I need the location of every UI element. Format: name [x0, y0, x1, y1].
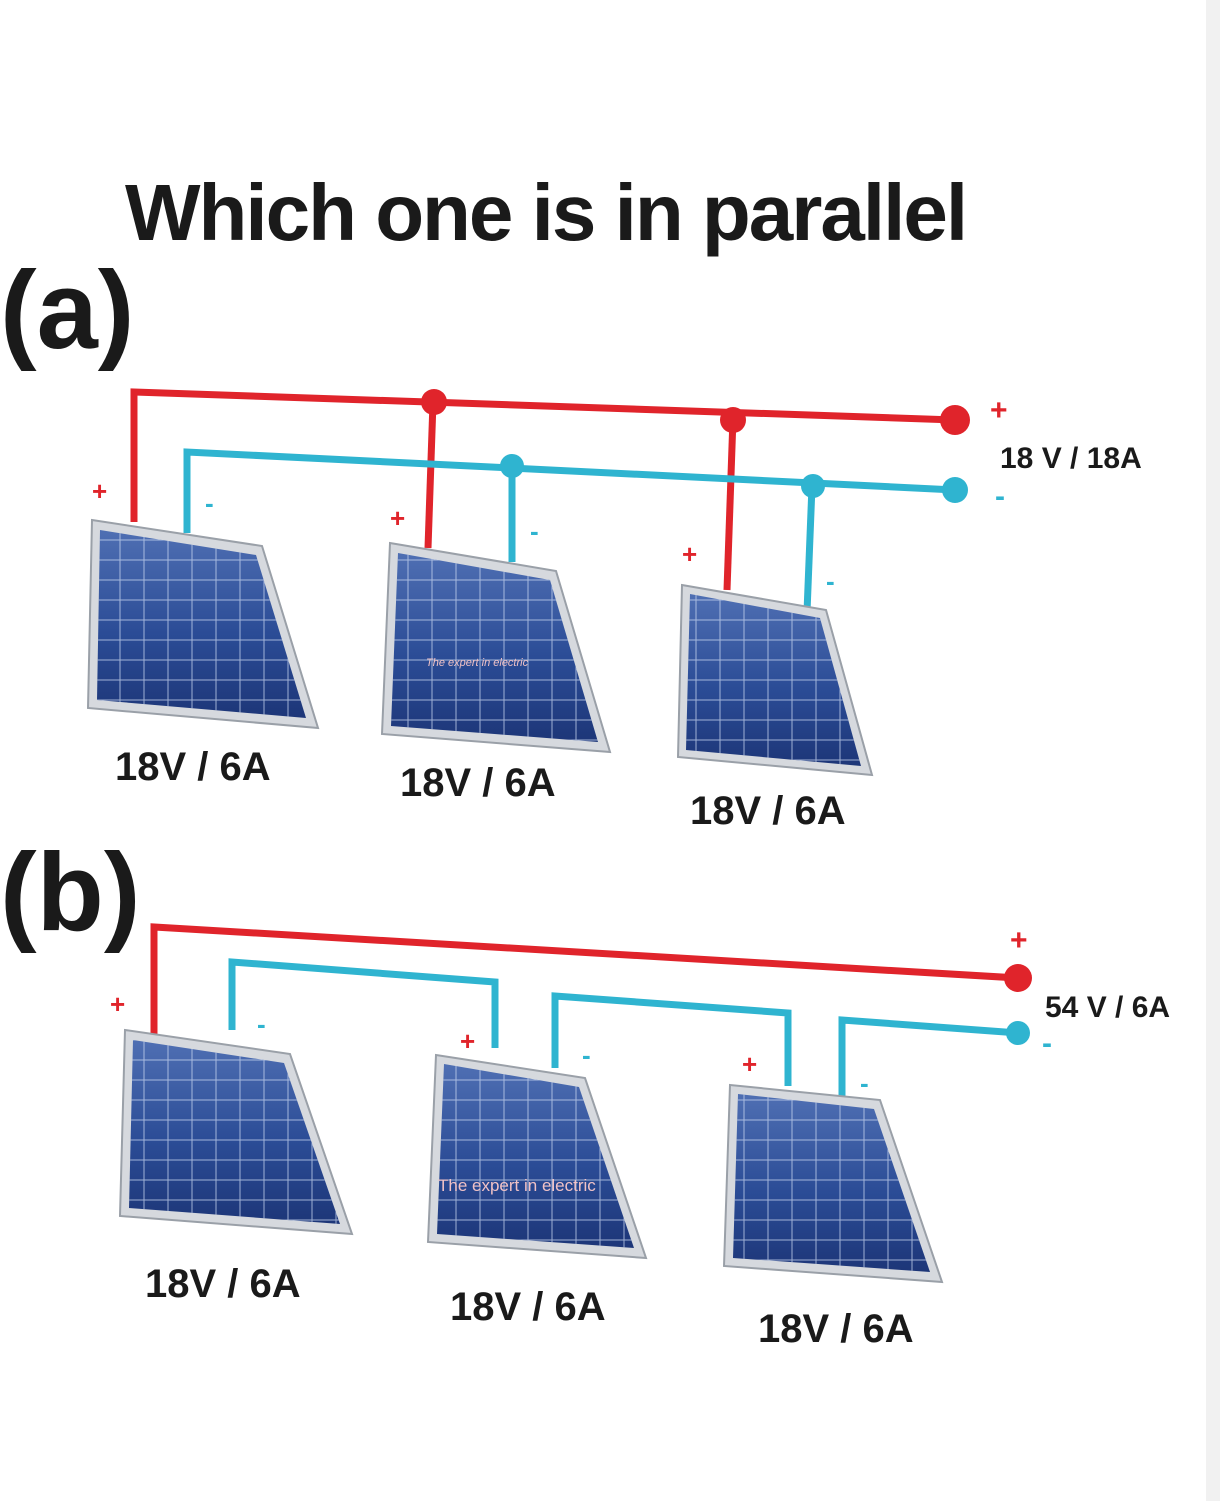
diagram-b-panel-2-rating: 18V / 6A	[450, 1285, 606, 1329]
diagram-a-panel-1-rating: 18V / 6A	[115, 745, 271, 789]
diagram-b-panel-3-rating: 18V / 6A	[758, 1307, 914, 1351]
diagram-a-junction-positive-3	[720, 407, 746, 433]
diagram-a-panel-3-minus-sign: -	[826, 566, 835, 596]
diagram-b-panel-2-plus-sign: +	[460, 1026, 475, 1056]
diagram-a-panel-2-minus-sign: -	[530, 516, 539, 546]
diagram-b-output-negative-terminal	[1006, 1021, 1030, 1045]
diagram-b-panel-2: The expert in electric + - 18V / 6A	[426, 1026, 648, 1329]
diagram-a-negative-bus	[183, 448, 956, 533]
diagram-a-panel-2-watermark: The expert in electric	[426, 657, 529, 669]
diagram-b-panel-2-watermark: The expert in electric	[438, 1176, 596, 1195]
diagram-a-panel-1: + - 18V / 6A	[86, 476, 320, 789]
diagram-b-negative-line	[838, 1016, 1019, 1102]
diagram-a-panel-2-rating: 18V / 6A	[400, 761, 556, 805]
diagram-a-junction-negative-2	[500, 454, 524, 478]
diagram-a-positive-drop-2	[424, 401, 437, 549]
diagram-b-series-link-2	[551, 992, 792, 1086]
diagram-b-label: (b)	[0, 831, 140, 954]
diagram-a-output-positive-terminal	[940, 405, 970, 435]
diagram-b-panel-1: + - 18V / 6A	[110, 989, 354, 1306]
diagram-a-panel-3-rating: 18V / 6A	[690, 789, 846, 833]
diagram-a: (a) + 18 V / 18A - + - 18V / 6A	[0, 249, 1142, 833]
diagram-a-panel-1-plus-sign: +	[92, 476, 107, 506]
diagram-a-label: (a)	[0, 249, 134, 372]
diagram-a-panel-2-plus-sign: +	[390, 503, 405, 533]
diagram-b-panel-1-plus-sign: +	[110, 989, 125, 1019]
diagram-b-series-link-1	[228, 958, 499, 1048]
diagram-a-output-rating: 18 V / 18A	[1000, 442, 1142, 475]
diagram-b-positive-line	[150, 923, 1019, 1035]
page-title: Which one is in parallel	[125, 168, 966, 257]
diagram-a-output-negative-terminal	[942, 477, 968, 503]
diagram-a-positive-drop-3	[723, 417, 737, 591]
diagram-b-output-plus-sign: +	[1010, 924, 1028, 957]
diagram-b-panel-1-rating: 18V / 6A	[145, 1262, 301, 1306]
diagram-b-output-minus-sign: -	[1042, 1027, 1052, 1060]
diagram-a-output-plus-sign: +	[990, 394, 1008, 427]
right-edge-strip	[1206, 0, 1220, 1501]
diagram-a-panel-3: + - 18V / 6A	[676, 539, 874, 833]
diagram-b-panel-1-minus-sign: -	[257, 1009, 266, 1039]
diagram-b-output-rating: 54 V / 6A	[1045, 991, 1170, 1024]
diagram-a-positive-bus	[130, 388, 956, 522]
diagram-b-panel-3: + - 18V / 6A	[722, 1049, 944, 1351]
diagram-a-junction-positive-2	[421, 389, 447, 415]
diagram-a-panel-1-minus-sign: -	[205, 488, 214, 518]
diagram-a-output-minus-sign: -	[995, 480, 1005, 513]
diagram-a-negative-drop-3	[803, 485, 816, 613]
diagram-a-panel-2: The expert in electric + - 18V / 6A	[380, 503, 612, 805]
diagram-b-panel-2-minus-sign: -	[582, 1040, 591, 1070]
diagram-a-junction-negative-3	[801, 474, 825, 498]
diagram-b-panel-3-minus-sign: -	[860, 1068, 869, 1098]
diagram-b: (b) + 54 V / 6A - + - 18V / 6A The exper…	[0, 831, 1170, 1351]
diagram-b-panel-3-plus-sign: +	[742, 1049, 757, 1079]
diagram-b-output-positive-terminal	[1004, 964, 1032, 992]
diagram-a-panel-3-plus-sign: +	[682, 539, 697, 569]
